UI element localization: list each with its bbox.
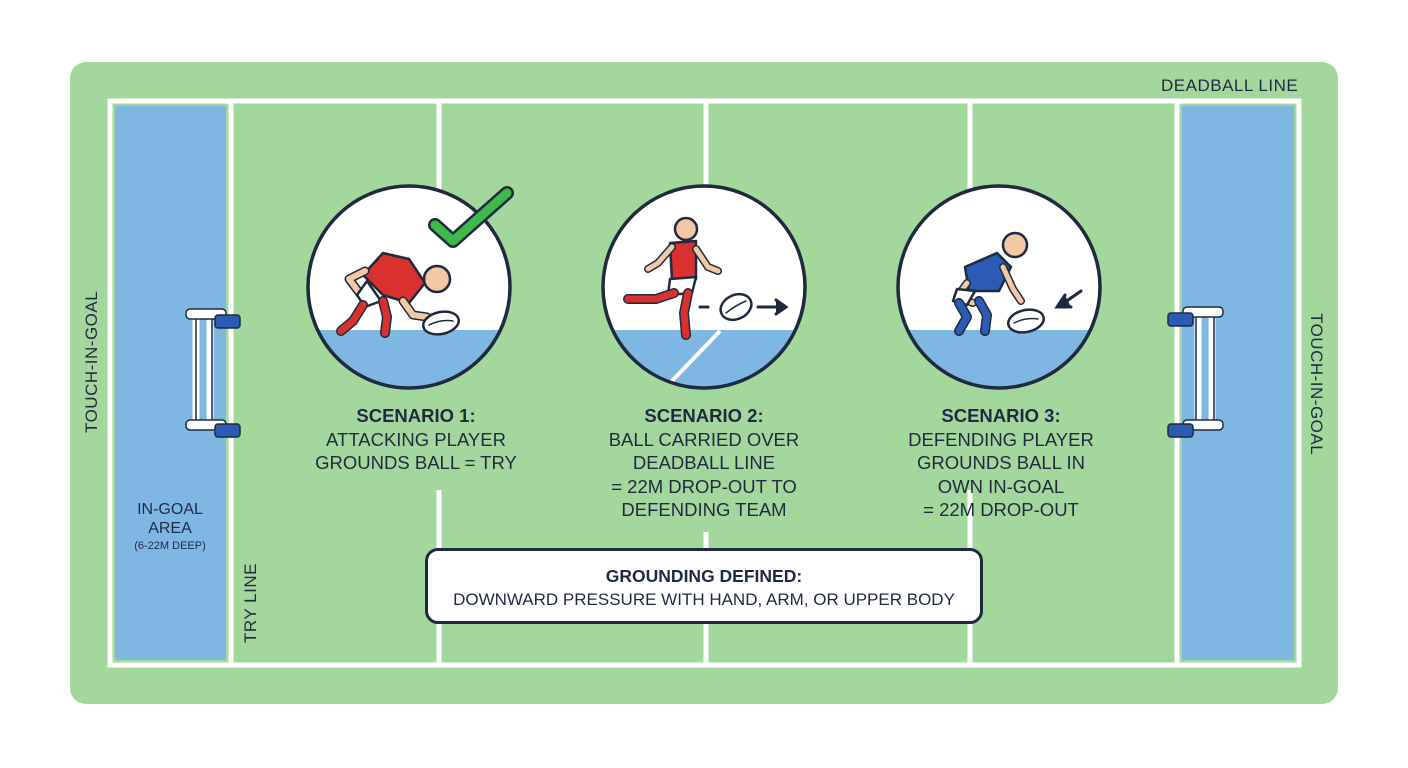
ball-carrier-figure [623,216,753,340]
arrow-right-icon [698,298,789,316]
scenario-2-caption: SCENARIO 2: BALL CARRIED OVER DEADBALL L… [574,404,834,522]
scenario-2-description: BALL CARRIED OVER DEADBALL LINE = 22M DR… [608,428,800,521]
try-line-label: TRY LINE [241,563,260,643]
scenario-2-title: SCENARIO 2: [644,405,764,426]
check-icon [428,186,514,248]
scenario-1-title: SCENARIO 1: [356,405,476,426]
arrow-down-left-icon [1054,289,1083,309]
scenario-3-illustration [896,184,1102,390]
scenario-3-title: SCENARIO 3: [941,405,1061,426]
goal-posts-right [1167,306,1224,438]
scenario-2-illustration [601,184,807,390]
scenario-3-caption: SCENARIO 3: DEFENDING PLAYER GROUNDS BAL… [871,404,1131,522]
touch-in-goal-right-label: TOUCH-IN-GOAL [1307,313,1326,456]
goal-posts-left [185,308,241,438]
attacking-player-figure [336,251,461,338]
touch-in-goal-left-label: TOUCH-IN-GOAL [82,290,101,433]
grounding-definition-box: GROUNDING DEFINED: DOWNWARD PRESSURE WIT… [425,548,983,624]
scenario-1-illustration [306,184,514,390]
scenario-3-description: DEFENDING PLAYER GROUNDS BALL IN OWN IN-… [908,428,1094,521]
scenario-1-caption: SCENARIO 1: ATTACKING PLAYER GROUNDS BAL… [286,404,546,475]
grounding-definition-text: DOWNWARD PRESSURE WITH HAND, ARM, OR UPP… [453,590,955,609]
deadball-line-label: DEADBALL LINE [1161,76,1299,95]
grounding-definition-title: GROUNDING DEFINED: [605,566,803,586]
in-goal-area-label: IN-GOAL AREA (6-22M DEEP) [113,500,227,554]
scenario-1-description: ATTACKING PLAYER GROUNDS BALL = TRY [315,428,517,474]
defending-player-figure [951,231,1046,336]
in-goal-area-title: IN-GOAL AREA [137,501,203,537]
in-goal-depth-note: (6-22M DEEP) [134,540,206,552]
